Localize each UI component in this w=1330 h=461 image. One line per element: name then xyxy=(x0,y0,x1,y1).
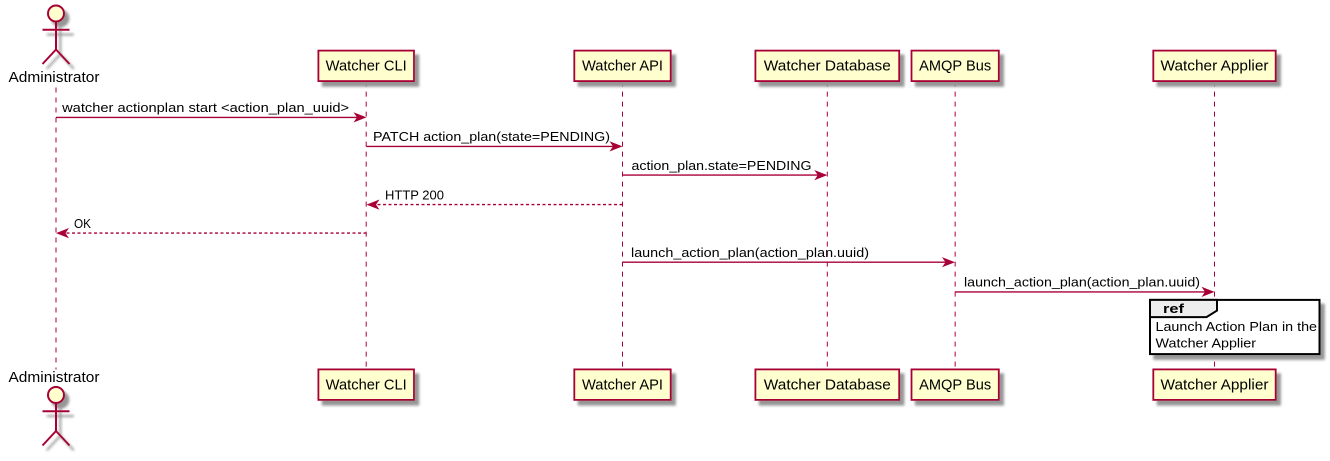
svg-text:Watcher Applier: Watcher Applier xyxy=(1161,59,1269,75)
svg-text:launch_action_plan(action_plan: launch_action_plan(action_plan.uuid) xyxy=(631,245,869,260)
svg-text:Watcher Database: Watcher Database xyxy=(764,378,891,394)
svg-text:Watcher CLI: Watcher CLI xyxy=(326,378,407,394)
svg-text:AMQP Bus: AMQP Bus xyxy=(919,378,991,394)
svg-text:Watcher Applier: Watcher Applier xyxy=(1156,335,1257,350)
svg-text:AMQP Bus: AMQP Bus xyxy=(919,59,991,75)
svg-text:Administrator: Administrator xyxy=(9,70,100,86)
svg-text:Watcher API: Watcher API xyxy=(582,378,663,394)
svg-text:Watcher CLI: Watcher CLI xyxy=(326,59,407,75)
svg-text:Watcher Applier: Watcher Applier xyxy=(1161,378,1269,394)
svg-text:PATCH action_plan(state=PENDIN: PATCH action_plan(state=PENDING) xyxy=(373,129,610,144)
svg-text:Watcher Database: Watcher Database xyxy=(764,59,891,75)
svg-text:Watcher API: Watcher API xyxy=(582,59,663,75)
svg-text:OK: OK xyxy=(74,216,91,231)
svg-text:action_plan.state=PENDING: action_plan.state=PENDING xyxy=(632,158,812,173)
svg-text:HTTP 200: HTTP 200 xyxy=(385,187,444,202)
svg-text:ref: ref xyxy=(1163,301,1185,316)
svg-text:Launch Action Plan in the: Launch Action Plan in the xyxy=(1156,319,1318,334)
svg-text:Administrator: Administrator xyxy=(9,370,100,386)
svg-text:watcher actionplan start <acti: watcher actionplan start <action_plan_uu… xyxy=(61,100,349,115)
svg-text:launch_action_plan(action_plan: launch_action_plan(action_plan.uuid) xyxy=(964,275,1200,290)
